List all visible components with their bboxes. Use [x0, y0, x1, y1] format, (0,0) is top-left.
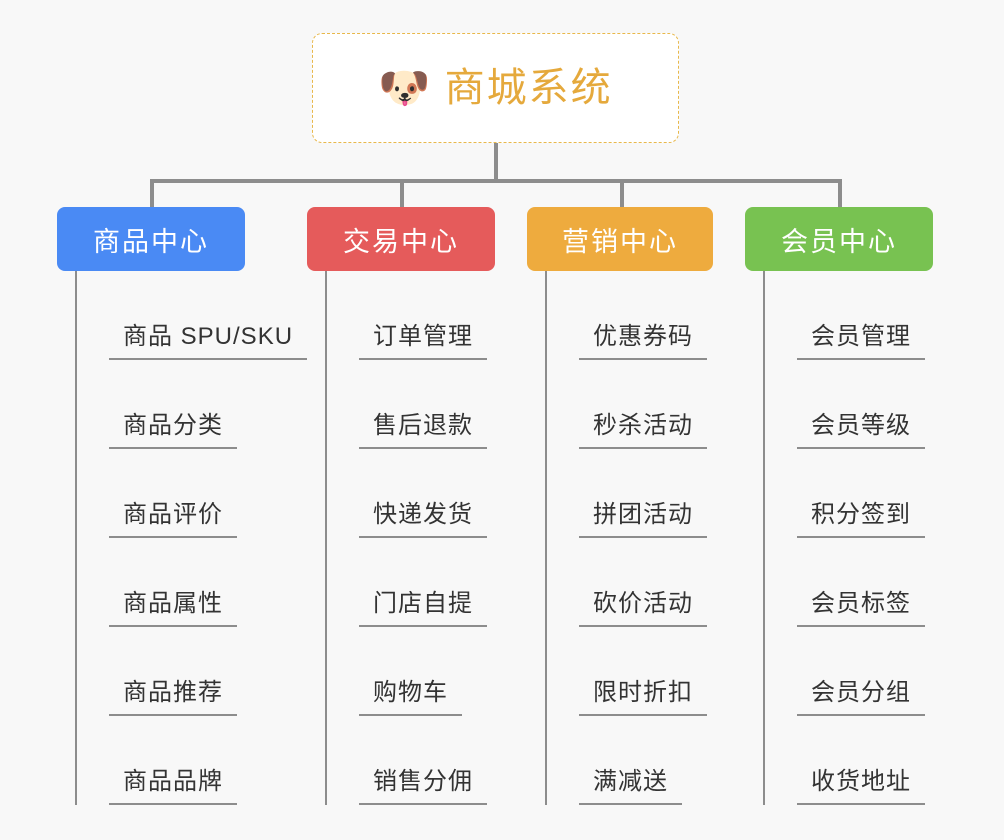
list-item[interactable]: 售后退款	[327, 360, 527, 449]
connector-drop-4	[838, 179, 842, 209]
leaf-label: 订单管理	[373, 323, 473, 350]
dog-face-icon: 🐶	[378, 64, 431, 111]
connector-drop-2	[400, 179, 404, 209]
leaf-label: 商品 SPU/SKU	[123, 323, 294, 350]
branch-header-label: 交易中心	[343, 226, 459, 257]
leaf-label: 优惠券码	[593, 323, 693, 350]
branch-header-trade-center[interactable]: 交易中心	[307, 207, 495, 271]
root-title: 商城系统	[444, 66, 613, 110]
branch-header-label: 会员中心	[781, 226, 897, 257]
list-item[interactable]: 优惠券码	[547, 271, 745, 360]
leaf-label: 商品属性	[123, 590, 223, 617]
leaf-label: 售后退款	[373, 412, 473, 439]
leaf-label: 积分签到	[811, 501, 911, 528]
list-item[interactable]: 收货地址	[765, 716, 965, 805]
list-item[interactable]: 会员管理	[765, 271, 965, 360]
leaf-label: 会员等级	[811, 412, 911, 439]
list-item[interactable]: 商品推荐	[77, 627, 307, 716]
list-item[interactable]: 商品分类	[77, 360, 307, 449]
leaf-list-trade-center: 订单管理 售后退款 快递发货 门店自提 购物车 销售分佣	[325, 271, 527, 805]
branch-marketing-center: 营销中心 优惠券码 秒杀活动 拼团活动 砍价活动 限时折扣 满减送	[527, 207, 745, 805]
leaf-label: 销售分佣	[373, 768, 473, 795]
branch-header-product-center[interactable]: 商品中心	[57, 207, 245, 271]
leaf-label: 商品品牌	[123, 768, 223, 795]
leaf-label: 商品评价	[123, 501, 223, 528]
leaf-label: 拼团活动	[593, 501, 693, 528]
branch-header-label: 商品中心	[93, 226, 209, 257]
list-item[interactable]: 快递发货	[327, 449, 527, 538]
list-item[interactable]: 会员标签	[765, 538, 965, 627]
branch-header-marketing-center[interactable]: 营销中心	[527, 207, 713, 271]
list-item[interactable]: 砍价活动	[547, 538, 745, 627]
connector-drop-3	[620, 179, 624, 209]
list-item[interactable]: 商品 SPU/SKU	[77, 271, 308, 360]
list-item[interactable]: 销售分佣	[327, 716, 527, 805]
connector-drop-1	[150, 179, 154, 209]
leaf-list-marketing-center: 优惠券码 秒杀活动 拼团活动 砍价活动 限时折扣 满减送	[545, 271, 745, 805]
leaf-label: 会员管理	[811, 323, 911, 350]
leaf-list-member-center: 会员管理 会员等级 积分签到 会员标签 会员分组 收货地址	[763, 271, 965, 805]
branch-trade-center: 交易中心 订单管理 售后退款 快递发货 门店自提 购物车 销售分佣	[307, 207, 527, 805]
list-item[interactable]: 商品评价	[77, 449, 307, 538]
leaf-label: 门店自提	[373, 590, 473, 617]
leaf-label: 商品分类	[123, 412, 223, 439]
leaf-label: 快递发货	[373, 501, 473, 528]
list-item[interactable]: 会员分组	[765, 627, 965, 716]
branch-member-center: 会员中心 会员管理 会员等级 积分签到 会员标签 会员分组 收货地址	[745, 207, 965, 805]
connector-horizontal-bus	[150, 179, 840, 183]
connector-root-stem	[494, 143, 498, 181]
leaf-label: 会员标签	[811, 590, 911, 617]
leaf-label: 限时折扣	[593, 679, 693, 706]
leaf-label: 满减送	[593, 768, 668, 795]
list-item[interactable]: 门店自提	[327, 538, 527, 627]
leaf-label: 购物车	[373, 679, 448, 706]
leaf-label: 商品推荐	[123, 679, 223, 706]
list-item[interactable]: 商品品牌	[77, 716, 307, 805]
branch-product-center: 商品中心 商品 SPU/SKU 商品分类 商品评价 商品属性 商品推荐 商品品牌	[57, 207, 308, 805]
branch-header-label: 营销中心	[562, 226, 678, 257]
branch-header-member-center[interactable]: 会员中心	[745, 207, 933, 271]
list-item[interactable]: 购物车	[327, 627, 527, 716]
list-item[interactable]: 会员等级	[765, 360, 965, 449]
leaf-label: 收货地址	[811, 768, 911, 795]
leaf-label: 秒杀活动	[593, 412, 693, 439]
list-item[interactable]: 满减送	[547, 716, 745, 805]
list-item[interactable]: 限时折扣	[547, 627, 745, 716]
leaf-list-product-center: 商品 SPU/SKU 商品分类 商品评价 商品属性 商品推荐 商品品牌	[75, 271, 308, 805]
leaf-label: 砍价活动	[593, 590, 693, 617]
list-item[interactable]: 商品属性	[77, 538, 307, 627]
root-node[interactable]: 🐶 商城系统	[312, 33, 679, 143]
list-item[interactable]: 拼团活动	[547, 449, 745, 538]
list-item[interactable]: 订单管理	[327, 271, 527, 360]
leaf-label: 会员分组	[811, 679, 911, 706]
list-item[interactable]: 积分签到	[765, 449, 965, 538]
list-item[interactable]: 秒杀活动	[547, 360, 745, 449]
